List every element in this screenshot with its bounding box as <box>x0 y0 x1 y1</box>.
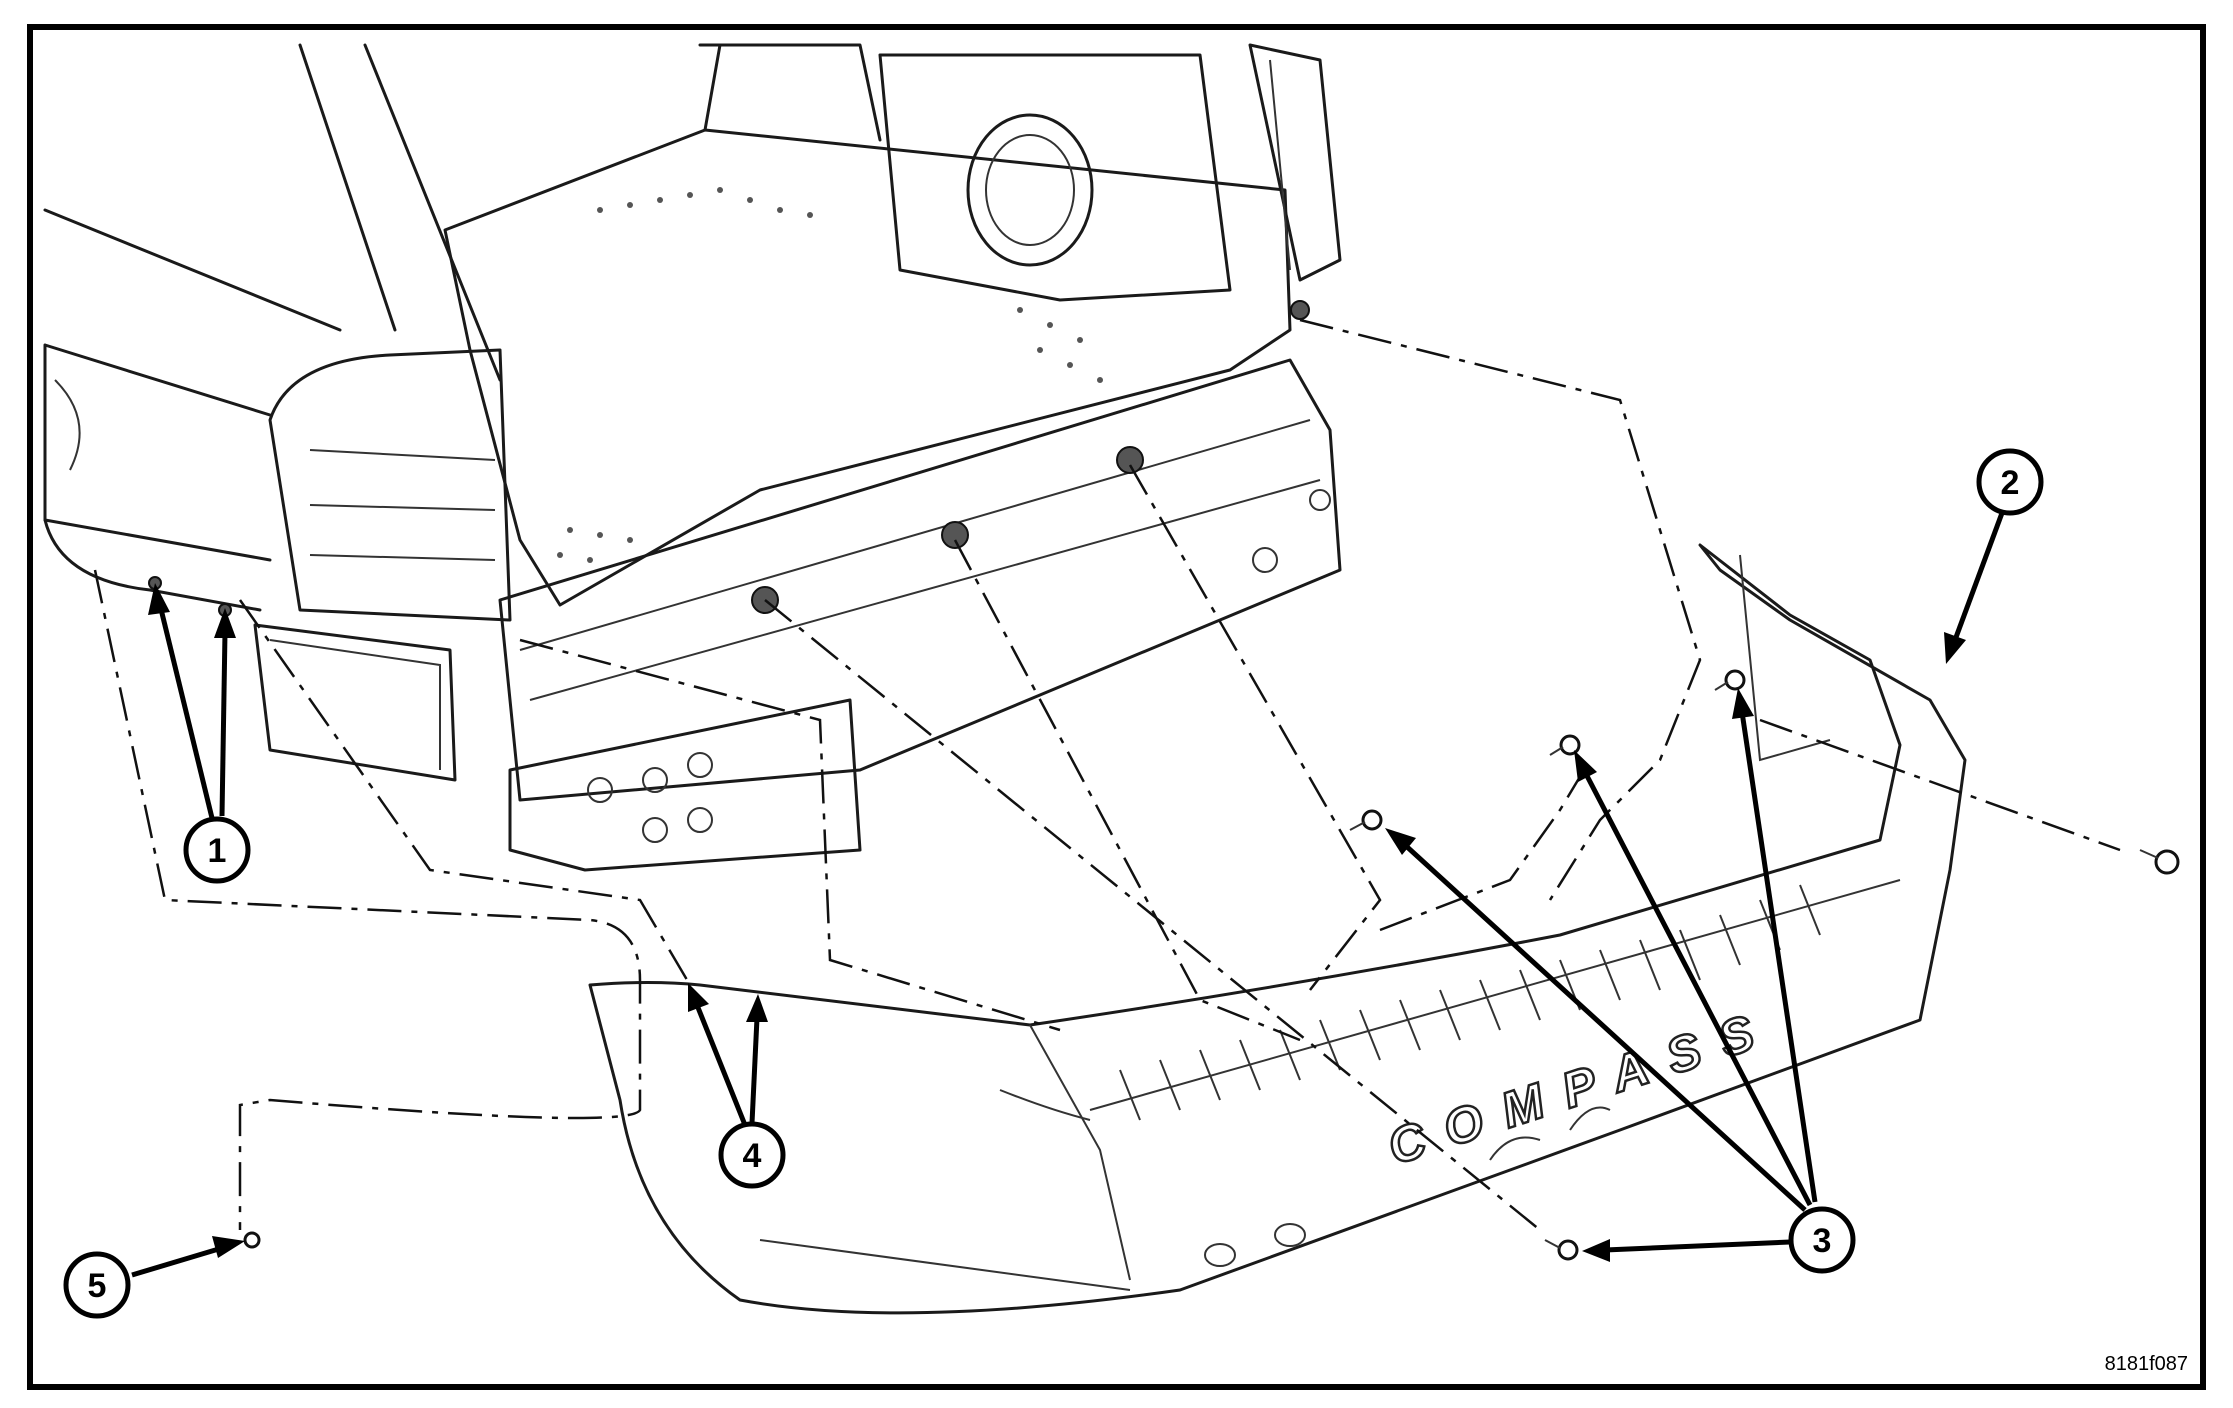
callout-2-label: 2 <box>2001 464 2020 502</box>
push-pin-fastener <box>1714 669 1746 691</box>
step-pad-ribs <box>1119 884 1821 1121</box>
screw-fastener <box>243 1231 261 1249</box>
callout-3: 3 <box>1788 1206 1856 1274</box>
callout-4: 4 <box>718 1121 786 1189</box>
callout-5: 5 <box>63 1251 131 1319</box>
rear-beam <box>498 300 1342 872</box>
vehicle-body <box>43 43 882 782</box>
fasteners <box>148 576 2180 1261</box>
diagram-frame <box>27 24 2206 1390</box>
push-pin-fastener <box>1549 734 1581 756</box>
callout-1: 1 <box>183 816 251 884</box>
callout-arrows <box>131 512 2005 1278</box>
callout-5-label: 5 <box>88 1267 107 1305</box>
figure-code: 8181f087 <box>2105 1353 2188 1375</box>
hole-pattern <box>557 187 1103 563</box>
callout-4-label: 4 <box>743 1137 762 1175</box>
bumper-fascia: COMPASS <box>588 543 1967 1315</box>
alignment-lines <box>93 318 2121 1231</box>
callout-1-label: 1 <box>208 832 227 870</box>
cargo-area <box>443 43 1342 607</box>
callout-3-label: 3 <box>1813 1222 1832 1260</box>
push-pin-fastener <box>1544 1239 1579 1261</box>
speaker-cover <box>966 113 1094 267</box>
push-pin-fastener <box>2139 849 2180 875</box>
push-pin-fastener <box>1349 809 1383 831</box>
callout-2: 2 <box>1976 448 2044 516</box>
